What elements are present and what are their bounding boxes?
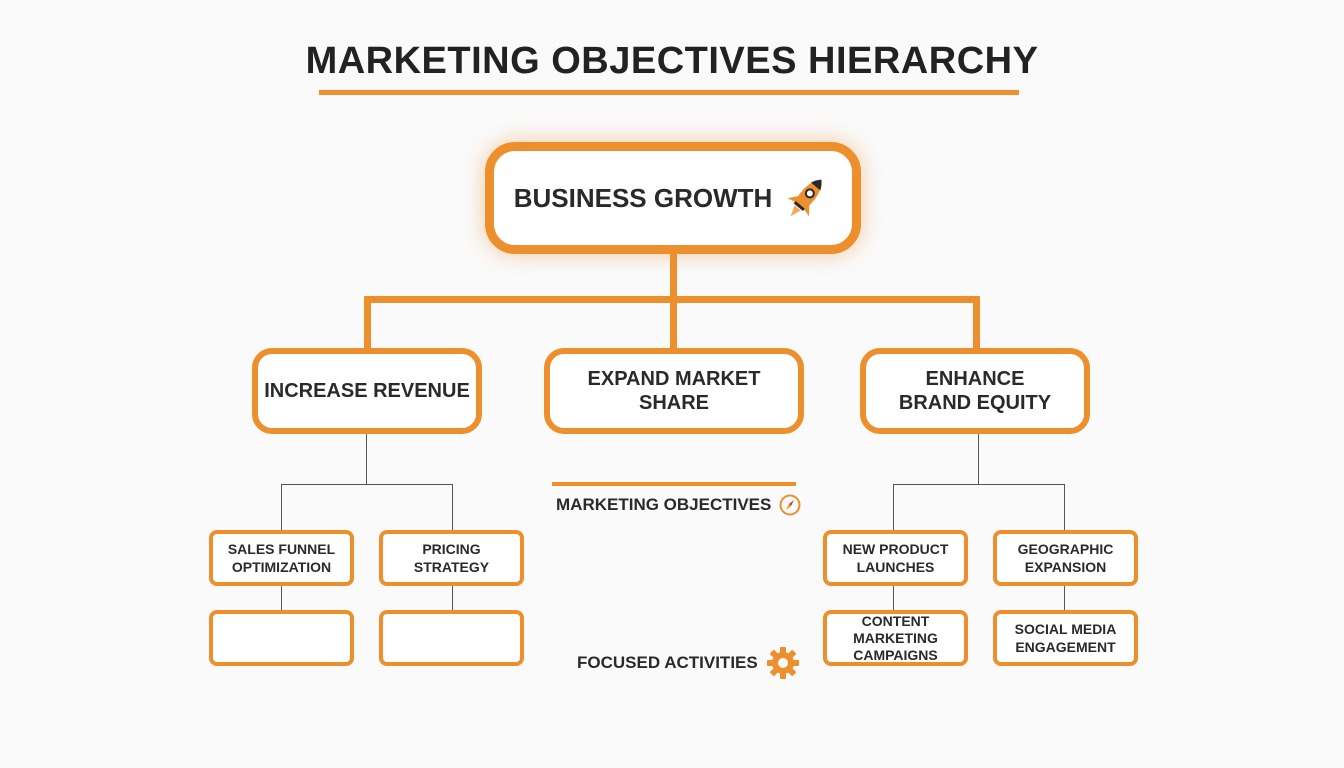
legend-divider (552, 482, 796, 486)
connector-geo-child (1064, 584, 1065, 612)
root-node-business-growth: BUSINESS GROWTH (485, 142, 861, 254)
connector-sales-child (281, 584, 282, 612)
connector-root-down (670, 252, 677, 300)
connector-revenue-horizontal (281, 484, 453, 485)
connector-revenue-right (452, 484, 453, 532)
page-title: MARKETING OBJECTIVES HIERARCHY (305, 40, 1039, 82)
connector-revenue-left (281, 484, 282, 532)
objective-expand-market-share: EXPAND MARKET SHARE (544, 348, 804, 434)
legend-focused-activities: FOCUSED ACTIVITIES (577, 646, 800, 680)
activity-sales-funnel-optimization: SALES FUNNEL OPTIMIZATION (209, 530, 354, 586)
connector-brand-left (893, 484, 894, 532)
activity-social-media-engagement: SOCIAL MEDIA ENGAGEMENT (993, 610, 1138, 666)
objective-label: ENHANCE BRAND EQUITY (898, 368, 1052, 414)
rocket-icon (787, 179, 822, 217)
connector-brand-horizontal (893, 484, 1065, 485)
root-label: BUSINESS GROWTH (513, 182, 773, 213)
activity-geographic-expansion: GEOGRAPHIC EXPANSION (993, 530, 1138, 586)
objective-enhance-brand-equity: ENHANCE BRAND EQUITY (860, 348, 1090, 434)
connector-left-down (364, 296, 371, 352)
compass-icon (779, 494, 801, 516)
activity-new-product-launches: NEW PRODUCT LAUNCHES (823, 530, 968, 586)
activity-label: PRICING STRATEGY (413, 541, 490, 575)
connector-brand-down (978, 434, 979, 484)
activity-label: SALES FUNNEL OPTIMIZATION (227, 541, 336, 575)
gear-icon (766, 647, 799, 679)
legend-label: FOCUSED ACTIVITIES (577, 653, 758, 672)
legend-label: MARKETING OBJECTIVES (556, 495, 772, 514)
activity-pricing-strategy: PRICING STRATEGY (379, 530, 524, 586)
activity-label: SOCIAL MEDIA ENGAGEMENT (1014, 621, 1117, 655)
objective-label: INCREASE REVENUE (264, 380, 470, 402)
activity-label: CONTENT MARKETING CAMPAIGNS (853, 612, 938, 663)
connector-revenue-down (366, 434, 367, 484)
connector-right-down (973, 296, 980, 352)
connector-product-child (893, 584, 894, 612)
title-underline (319, 90, 1019, 95)
activity-content-marketing-campaigns: CONTENT MARKETING CAMPAIGNS (823, 610, 968, 666)
legend-marketing-objectives: MARKETING OBJECTIVES (556, 494, 801, 516)
activity-empty-sales-child (209, 610, 354, 666)
connector-brand-right (1064, 484, 1065, 532)
activity-label: NEW PRODUCT LAUNCHES (842, 541, 949, 575)
activity-empty-pricing-child (379, 610, 524, 666)
connector-pricing-child (452, 584, 453, 612)
objective-increase-revenue: INCREASE REVENUE (252, 348, 482, 434)
connector-mid-down (670, 296, 677, 352)
activity-label: GEOGRAPHIC EXPANSION (1017, 541, 1114, 575)
objective-label: EXPAND MARKET SHARE (587, 368, 761, 414)
